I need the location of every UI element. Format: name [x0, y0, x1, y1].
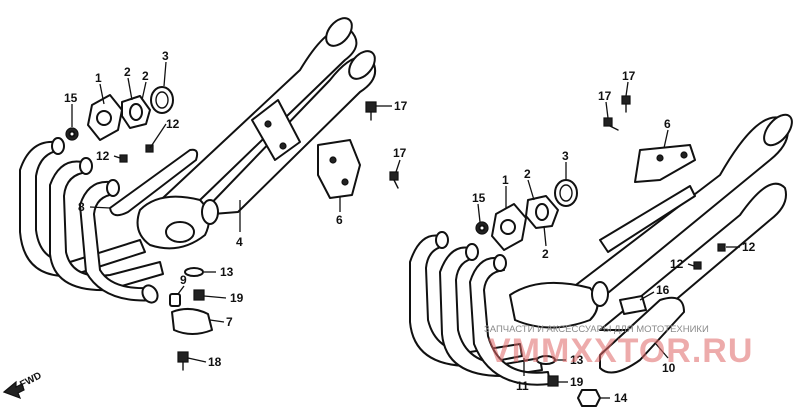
callout-2-left-b: 2: [142, 69, 149, 83]
callout-4: 4: [236, 235, 243, 249]
callout-14: 14: [614, 391, 628, 405]
bolt-19-left: [193, 289, 205, 301]
callout-7: 7: [226, 315, 233, 329]
header-tip-left: [141, 284, 159, 304]
callout-1-left: 1: [95, 71, 102, 85]
callout-17-right-b: 17: [598, 89, 612, 103]
callout-1-right: 1: [502, 173, 509, 187]
callout-13-left: 13: [220, 265, 234, 279]
callout-12-right-a: 12: [670, 257, 684, 271]
callout-3-right: 3: [562, 149, 569, 163]
callout-11: 11: [516, 379, 529, 393]
muffler-lower-right: [599, 182, 787, 331]
header-end-right-b: [465, 243, 479, 261]
gasket-ring-left: [150, 86, 174, 114]
bracket-6-right: [634, 144, 696, 183]
header-pipe-left-b: [49, 160, 164, 292]
header-end-left-a: [51, 137, 65, 155]
header-end-left-b: [79, 157, 93, 175]
header-pipe-right-c: [469, 256, 551, 386]
collector-flange-left: [165, 221, 195, 243]
muffler-outlet-lower-left: [348, 50, 376, 80]
spacer-9-left: [169, 293, 181, 307]
watermark-tagline: ЗАПЧАСТИ И АКСЕССУАРЫ ДЛЯ МОТОТЕХНИКИ: [484, 324, 709, 335]
header-end-right-c: [493, 254, 507, 272]
muffler-mount-plate-left: [251, 99, 301, 161]
washer-13-left: [184, 267, 204, 277]
bolt-19-right: [547, 375, 559, 387]
callout-2-right-a: 2: [524, 167, 531, 181]
callout-2-left-a: 2: [124, 65, 131, 79]
callout-19-right: 19: [570, 375, 584, 389]
callout-17-left-lower: 17: [393, 146, 407, 160]
callout-17-left-upper: 17: [394, 99, 408, 113]
callout-17-right-a: 17: [622, 69, 636, 83]
heat-shield-right: [599, 185, 696, 253]
fwd-label: FWD: [18, 370, 43, 390]
bracket-6-left: [317, 139, 361, 199]
watermark: ЗАПЧАСТИ И АКСЕССУАРЫ ДЛЯ МОТОТЕХНИКИ VM…: [484, 324, 753, 370]
heat-shield-left: [109, 148, 199, 217]
bolt-17-right-b: [603, 117, 613, 127]
callout-18: 18: [208, 355, 222, 369]
bolt-18-left: [177, 351, 189, 363]
bolt-12-left-b: [145, 144, 154, 153]
callout-10: 10: [662, 361, 676, 375]
muffler-outlet-upper-left: [325, 17, 353, 47]
bolt-17-left-upper: [365, 101, 377, 113]
callout-6-left: 6: [336, 213, 343, 227]
callout-12-left-b: 12: [96, 149, 110, 163]
header-end-left-c: [106, 179, 120, 197]
part-callouts: 1 2 2 3 15 12 12 17 8 4 6 17 9 13 19 7 1…: [64, 49, 756, 405]
bolt-17-right-a: [621, 95, 631, 105]
header-end-right-a: [435, 231, 449, 249]
callout-19-left: 19: [230, 291, 244, 305]
bolt-17-left-lower: [389, 171, 399, 181]
header-pipe-left-c: [79, 180, 156, 302]
callout-8: 8: [78, 200, 85, 214]
gasket-ring-right: [554, 179, 578, 207]
callout-13-right: 13: [570, 353, 584, 367]
muffler-outlet-upper-right: [763, 113, 793, 147]
washer-13-right: [536, 355, 556, 365]
header-pipe-left-a: [19, 140, 146, 278]
callout-6-right: 6: [664, 117, 671, 131]
collector-right: [509, 281, 599, 329]
watermark-site-name: VMMXXTOR.RU: [488, 332, 753, 370]
callout-2-right-b: 2: [542, 247, 549, 261]
clamp-ring-left: [201, 199, 219, 225]
callout-12-right-b: 12: [742, 240, 756, 254]
callout-16: 16: [656, 283, 670, 297]
protector-10-right: [599, 296, 685, 374]
bolt-12-right-a: [693, 261, 702, 270]
callout-12-left-a: 12: [166, 117, 180, 131]
fwd-arrow-icon: [2, 380, 25, 400]
nut-14-right: [577, 389, 601, 407]
callout-15-left: 15: [64, 91, 78, 105]
clamp-ring-right: [591, 281, 609, 307]
bolt-12-right-b: [717, 243, 726, 252]
bolt-12-left-a: [119, 154, 128, 163]
callout-9: 9: [180, 273, 187, 287]
left-exhaust-assembly: [19, 17, 399, 371]
clip-16-right: [619, 295, 647, 315]
header-pipe-right-a: [409, 234, 523, 367]
leader-lines: [71, 61, 740, 399]
fwd-indicator: FWD: [2, 370, 44, 400]
callout-15-right: 15: [472, 191, 486, 205]
right-exhaust-assembly: [409, 95, 793, 407]
band-7-left: [171, 308, 213, 335]
callout-3-left: 3: [162, 49, 169, 63]
